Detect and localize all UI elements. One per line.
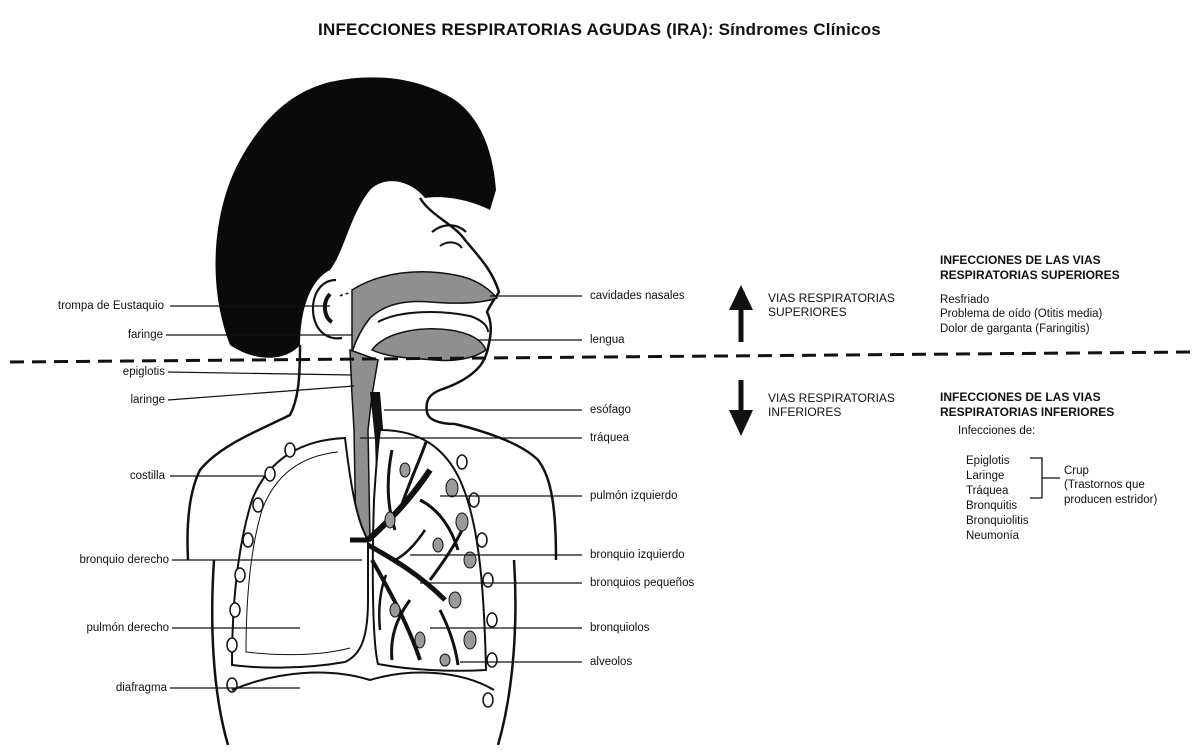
eye xyxy=(440,242,462,248)
lower-infections-list: Epiglotis Laringe Tráquea Bronquitis Bro… xyxy=(966,454,1029,544)
eyebrow xyxy=(432,225,466,232)
list-item: Bronquitis xyxy=(966,499,1029,514)
label-trompa-eustaquio: trompa de Eustaquio xyxy=(58,300,164,313)
label-bronquio-derecho: bronquio derecho xyxy=(79,554,169,567)
label-lengua: lengua xyxy=(590,334,625,347)
list-item: Neumonía xyxy=(966,529,1029,544)
page-title: INFECCIONES RESPIRATORIAS AGUDAS (IRA): … xyxy=(0,20,1199,40)
crup-bracket xyxy=(1030,458,1060,498)
label-pulmon-derecho: pulmón derecho xyxy=(87,622,169,635)
label-diafragma: diafragma xyxy=(116,682,167,695)
upper-infections-section: INFECCIONES DE LAS VIAS RESPIRATORIAS SU… xyxy=(940,253,1120,336)
lower-infections-section: INFECCIONES DE LAS VIAS RESPIRATORIAS IN… xyxy=(940,390,1114,438)
zone-label-superiores: VIAS RESPIRATORIAS SUPERIORES xyxy=(768,292,895,320)
ear xyxy=(313,280,342,338)
divider-dashed xyxy=(10,352,1195,362)
label-pulmon-izquierdo: pulmón izquierdo xyxy=(590,490,678,503)
face-profile xyxy=(420,198,499,424)
lower-infections-heading: INFECCIONES DE LAS VIAS RESPIRATORIAS IN… xyxy=(940,390,1114,420)
crup-title: Crup xyxy=(1064,464,1157,478)
label-laringe: laringe xyxy=(130,394,165,407)
arrow-down-icon xyxy=(729,380,753,436)
crup-description: (Trastornos que producen estridor) xyxy=(1064,478,1157,507)
list-item: Laringe xyxy=(966,469,1029,484)
label-cavidades-nasales: cavidades nasales xyxy=(590,290,685,303)
zone-label-inferiores: VIAS RESPIRATORIAS INFERIORES xyxy=(768,392,895,420)
list-item: Epiglotis xyxy=(966,454,1029,469)
label-faringe: faringe xyxy=(128,329,163,342)
label-alveolos: alveolos xyxy=(590,656,632,669)
list-item: Tráquea xyxy=(966,484,1029,499)
upper-item: Dolor de garganta (Faringitis) xyxy=(940,322,1120,336)
label-bronquiolos: bronquiolos xyxy=(590,622,649,635)
label-epiglotis: epiglotis xyxy=(123,366,165,379)
label-costilla: costilla xyxy=(130,470,165,483)
label-bronquios-pequenos: bronquios pequeños xyxy=(590,577,694,590)
torso-left xyxy=(212,560,228,745)
tongue xyxy=(372,329,486,361)
torso-right xyxy=(498,560,515,745)
arrow-up-icon xyxy=(729,285,753,342)
label-esofago: esófago xyxy=(590,404,631,417)
upper-item: Problema de oído (Otitis media) xyxy=(940,307,1120,321)
ear-inner xyxy=(325,294,332,322)
lower-infections-intro: Infecciones de: xyxy=(958,424,1114,438)
diaphragm xyxy=(232,673,494,690)
upper-infections-heading: INFECCIONES DE LAS VIAS RESPIRATORIAS SU… xyxy=(940,253,1120,283)
label-bronquio-izquierdo: bronquio izquierdo xyxy=(590,549,685,562)
upper-item: Resfriado xyxy=(940,293,1120,307)
crup-note: Crup (Trastornos que producen estridor) xyxy=(1064,464,1157,507)
label-traquea: tráquea xyxy=(590,432,629,445)
list-item: Bronquiolitis xyxy=(966,514,1029,529)
